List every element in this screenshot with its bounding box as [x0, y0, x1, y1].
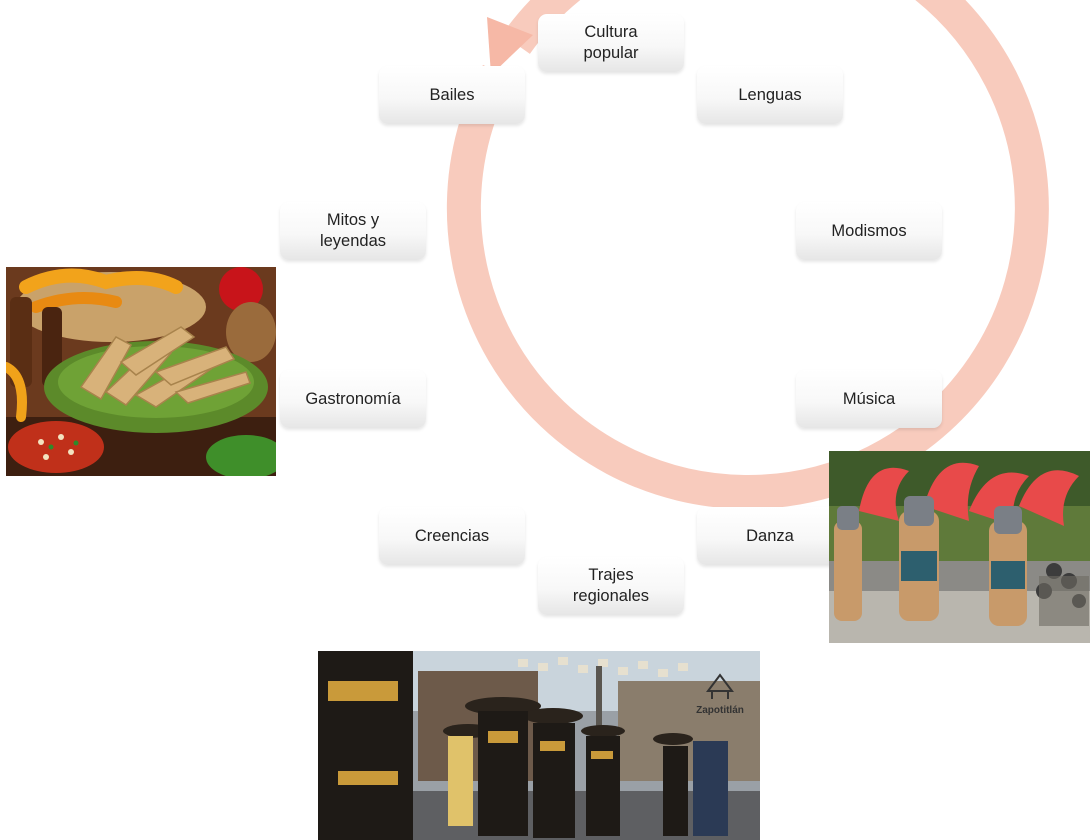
parade-watermark: Zapotitlán [696, 705, 744, 716]
tamales-photo [6, 267, 276, 476]
node-danza: Danza [697, 507, 843, 565]
node-musica: Música [796, 370, 942, 428]
parade-photo: Zapotitlán [318, 651, 760, 840]
cycle-arrowhead-icon [487, 17, 533, 75]
node-lenguas: Lenguas [697, 66, 843, 124]
node-bailes: Bailes [379, 66, 525, 124]
node-creencias: Creencias [379, 507, 525, 565]
node-mitos-y-leyendas: Mitos y leyendas [280, 202, 426, 260]
node-gastronomia: Gastronomía [280, 370, 426, 428]
node-modismos: Modismos [796, 202, 942, 260]
node-trajes-regionales: Trajes regionales [538, 557, 684, 615]
cycle-arc [446, 0, 1049, 509]
node-cultura-popular: Cultura popular [538, 14, 684, 72]
dancers-photo [829, 451, 1090, 643]
